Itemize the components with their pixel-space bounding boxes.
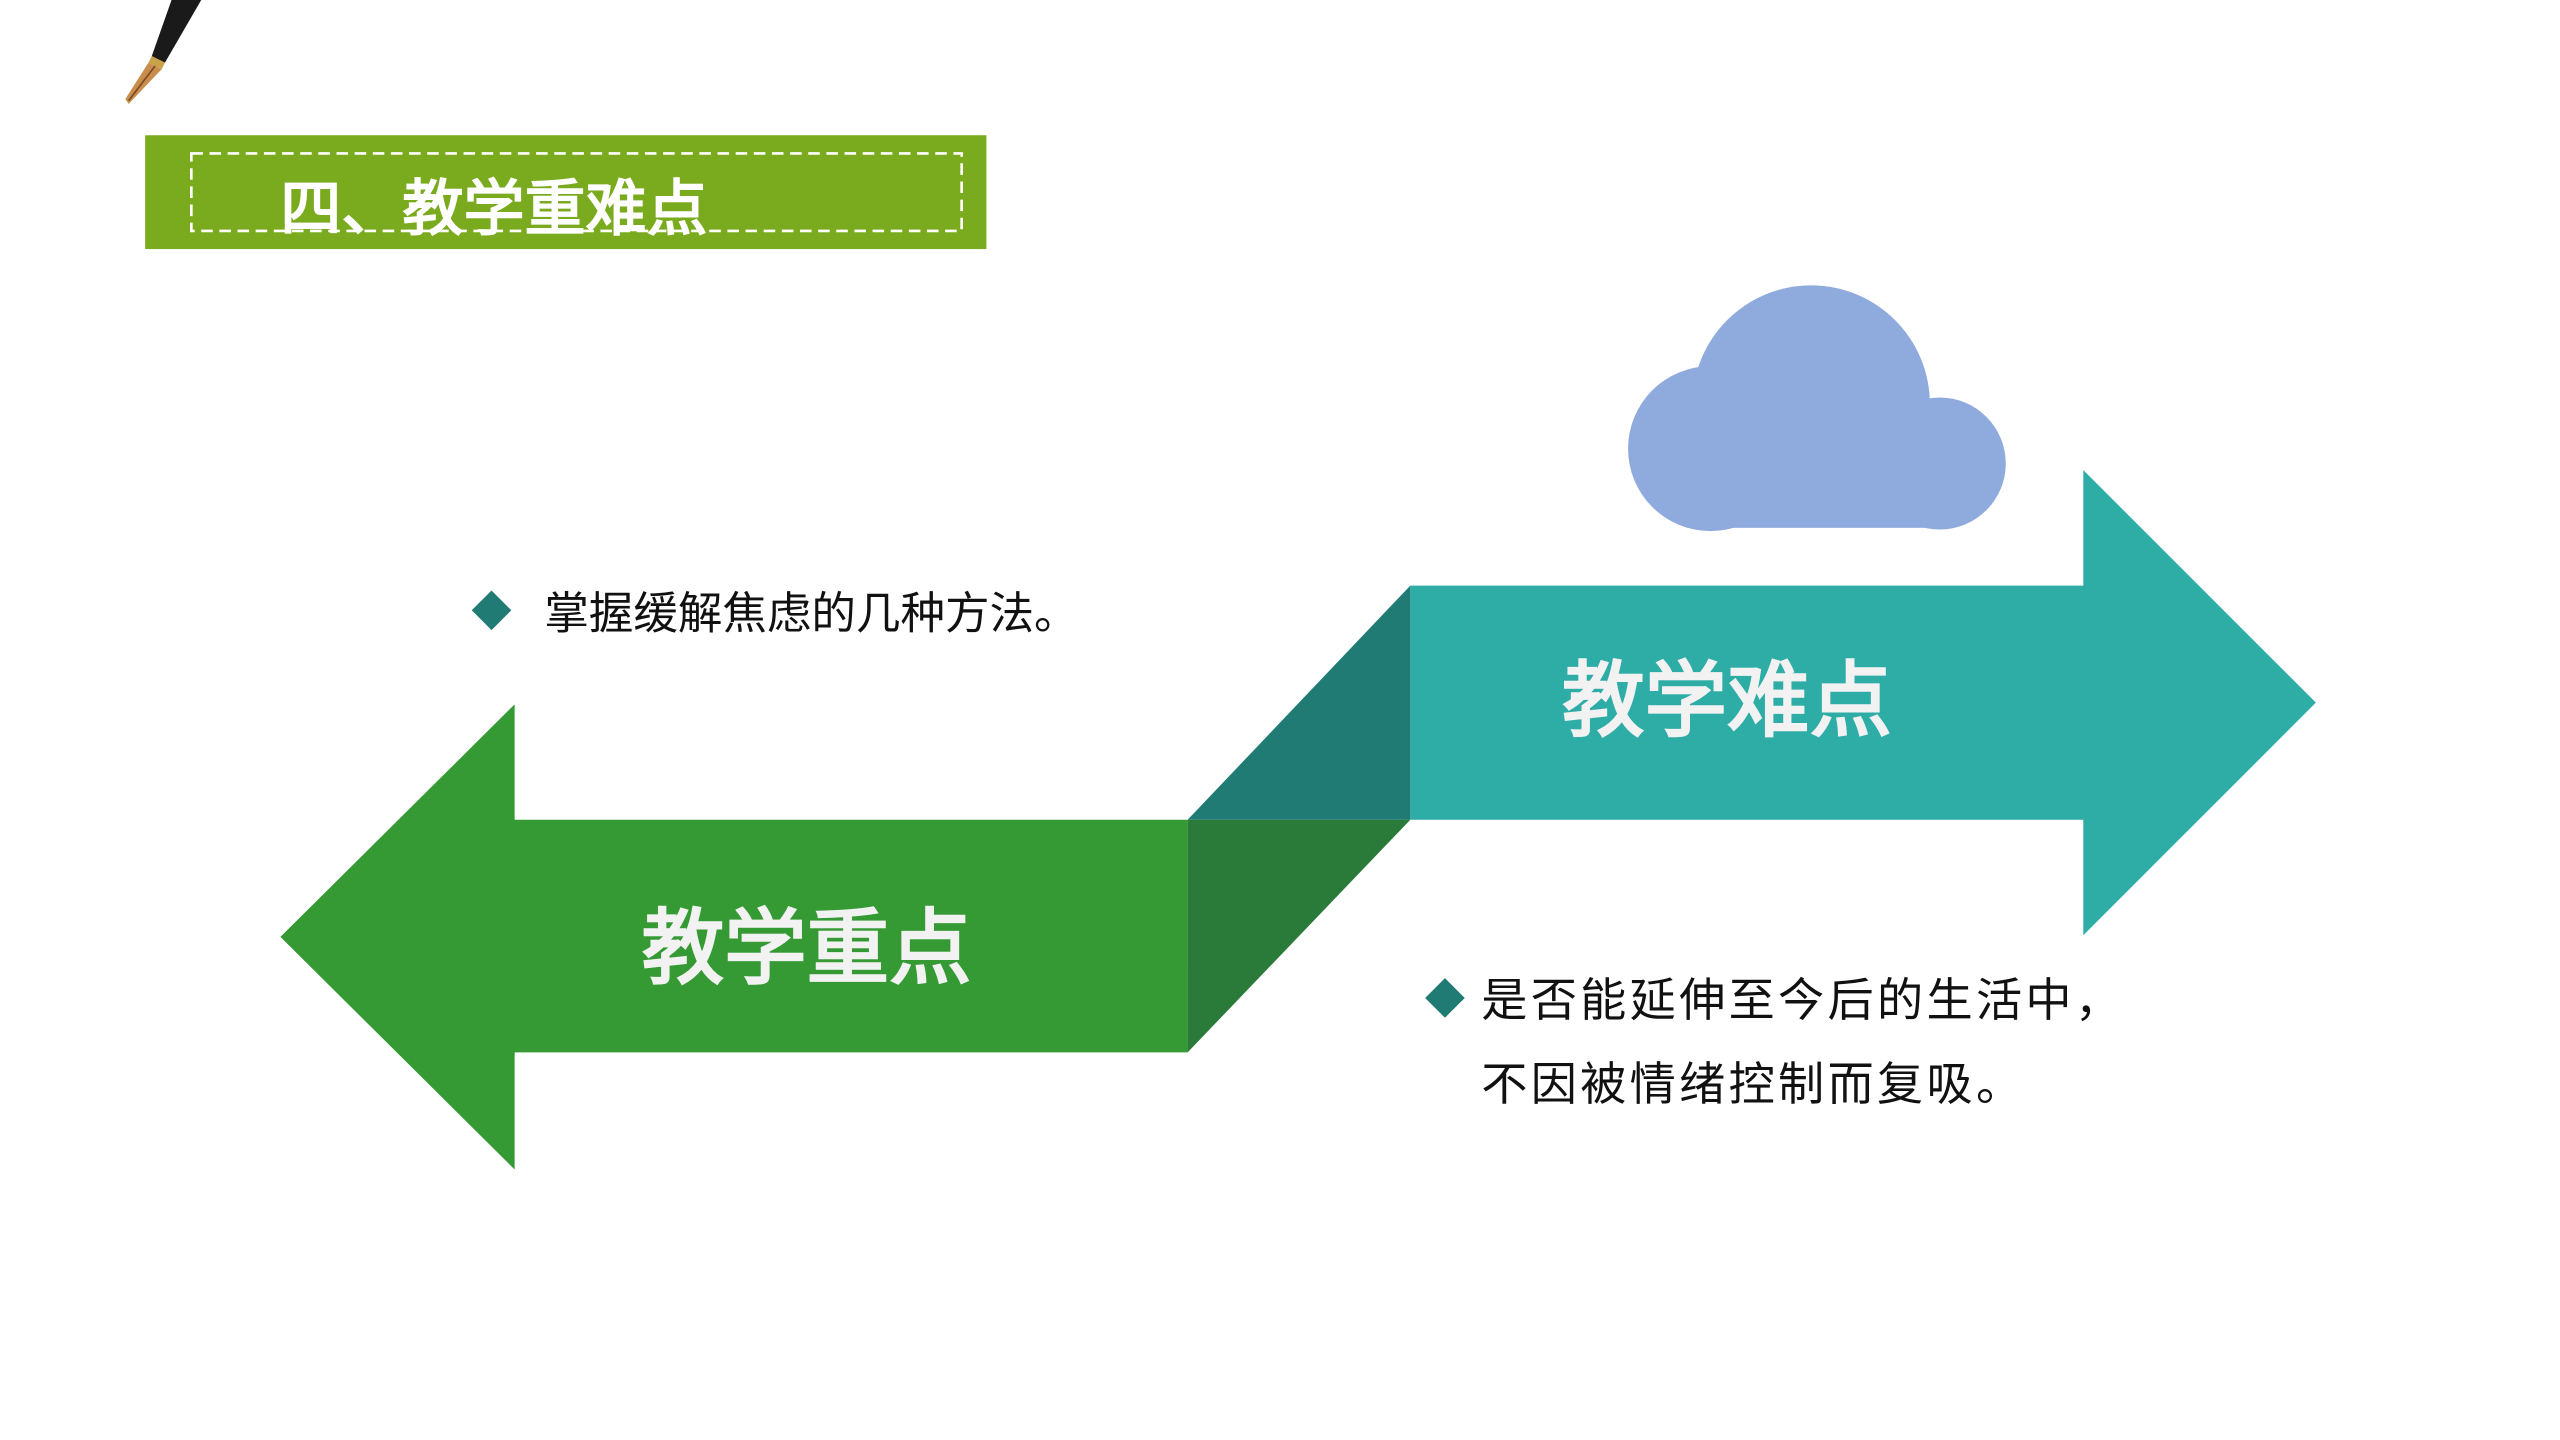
- header-dashed-border: [190, 152, 963, 233]
- diamond-bullet-icon: [471, 590, 512, 631]
- page-title: 四、教学重难点: [280, 173, 707, 244]
- difficult-points-label: 教学难点: [1562, 653, 1892, 749]
- key-points-label: 教学重点: [642, 900, 972, 996]
- list-item: 不因被情绪控制而复吸。: [1481, 1057, 2025, 1111]
- list-item: 是否能延伸至今后的生活中，: [1481, 973, 2124, 1027]
- cloud-icon: [1628, 285, 2006, 532]
- difficult-points-bullet-list: 是否能延伸至今后的生活中， 不因被情绪控制而复吸。: [1425, 973, 2124, 1111]
- diamond-bullet-icon: [1425, 978, 1465, 1018]
- fountain-pen-icon: [125, 0, 202, 104]
- key-points-bullet-list: 掌握缓解焦虑的几种方法。: [471, 587, 1079, 639]
- difficult-points-arrow: 教学难点: [1187, 470, 2316, 936]
- list-item: 掌握缓解焦虑的几种方法。: [544, 587, 1078, 639]
- section-header: 四、教学重难点: [145, 135, 987, 250]
